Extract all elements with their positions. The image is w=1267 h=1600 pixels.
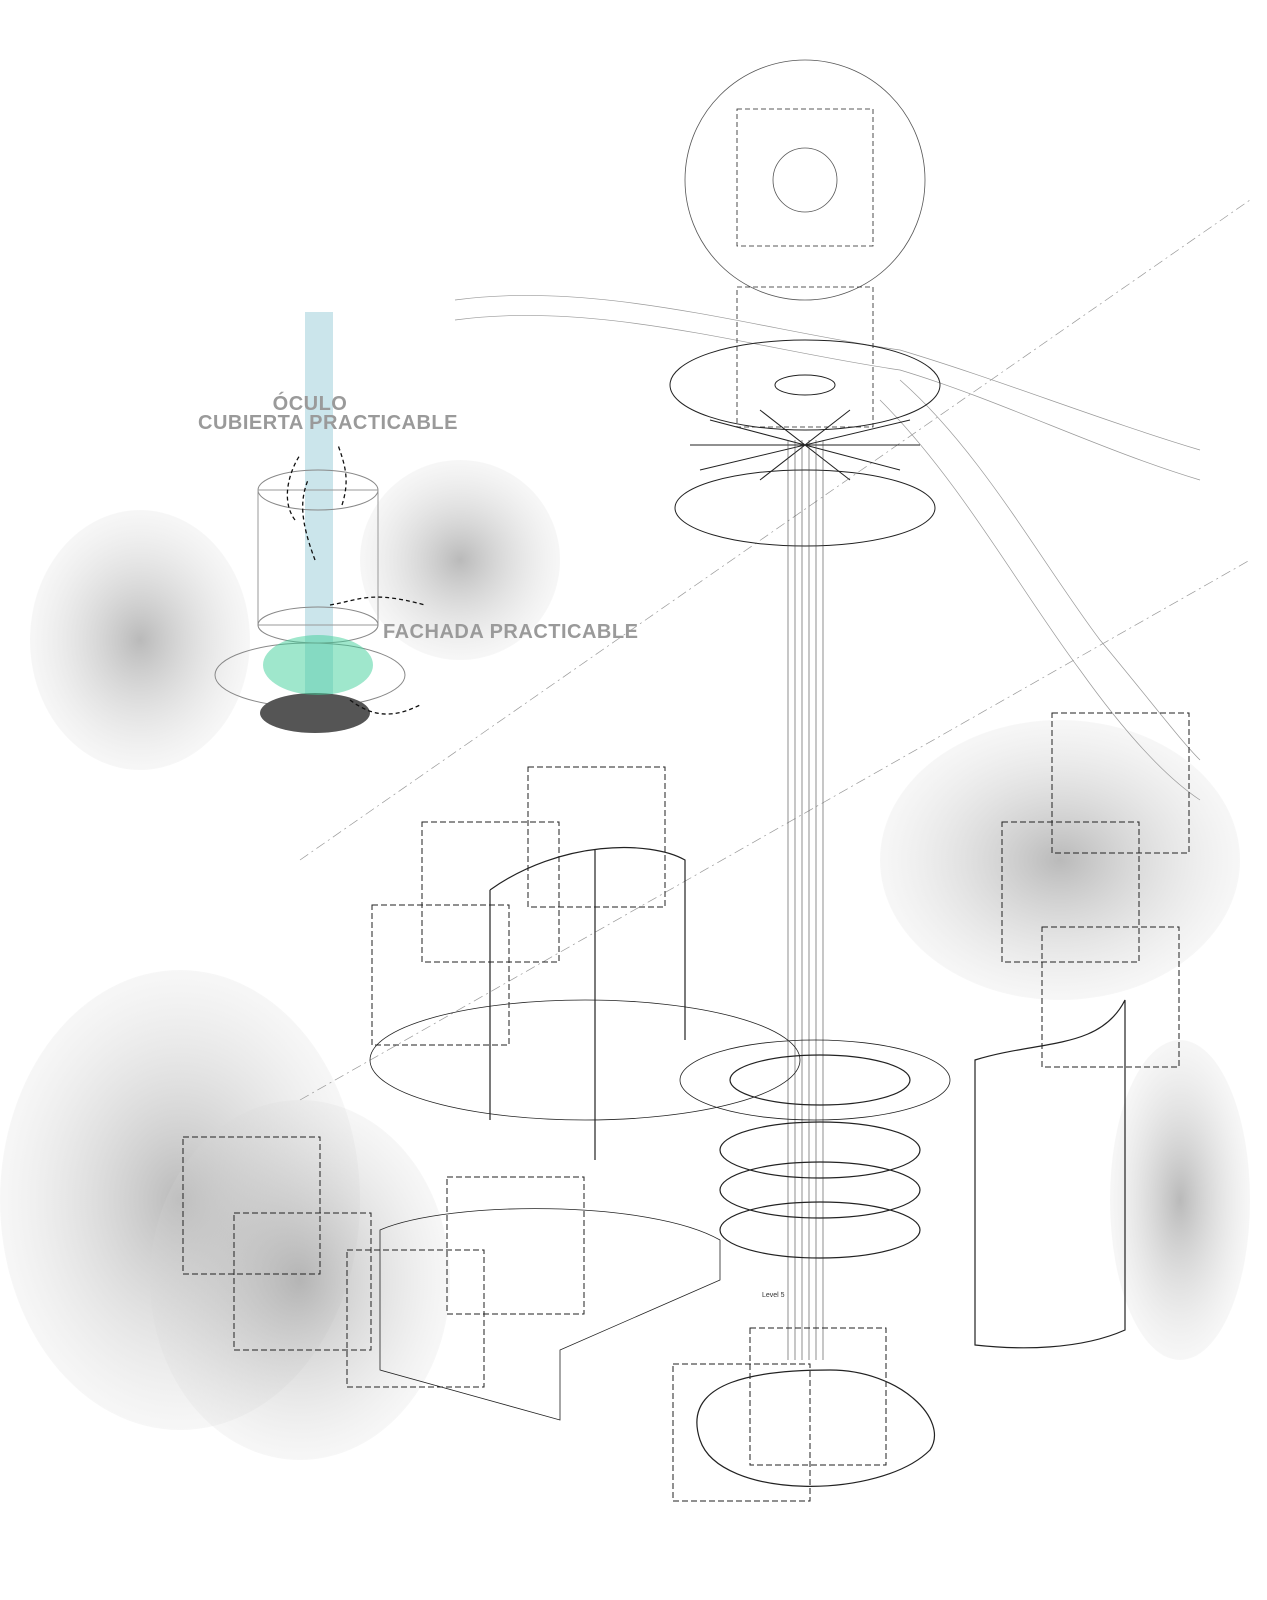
roof-structure: [669, 339, 941, 547]
fachada-practicable-label: FACHADA PRACTICABLE: [383, 621, 639, 643]
level-marker: Level 5: [762, 1292, 785, 1299]
trees: [0, 460, 1250, 1460]
terrain-contours: [299, 199, 1251, 1101]
oculo-label: ÓCULO: [272, 393, 348, 415]
cubierta-practicable-label: CUBIERTA PRACTICABLE: [198, 412, 458, 434]
central-column: [787, 440, 824, 1360]
roof-plan: [684, 59, 926, 428]
facade-panels: [369, 846, 1126, 1487]
inset-diagram: [214, 312, 426, 733]
